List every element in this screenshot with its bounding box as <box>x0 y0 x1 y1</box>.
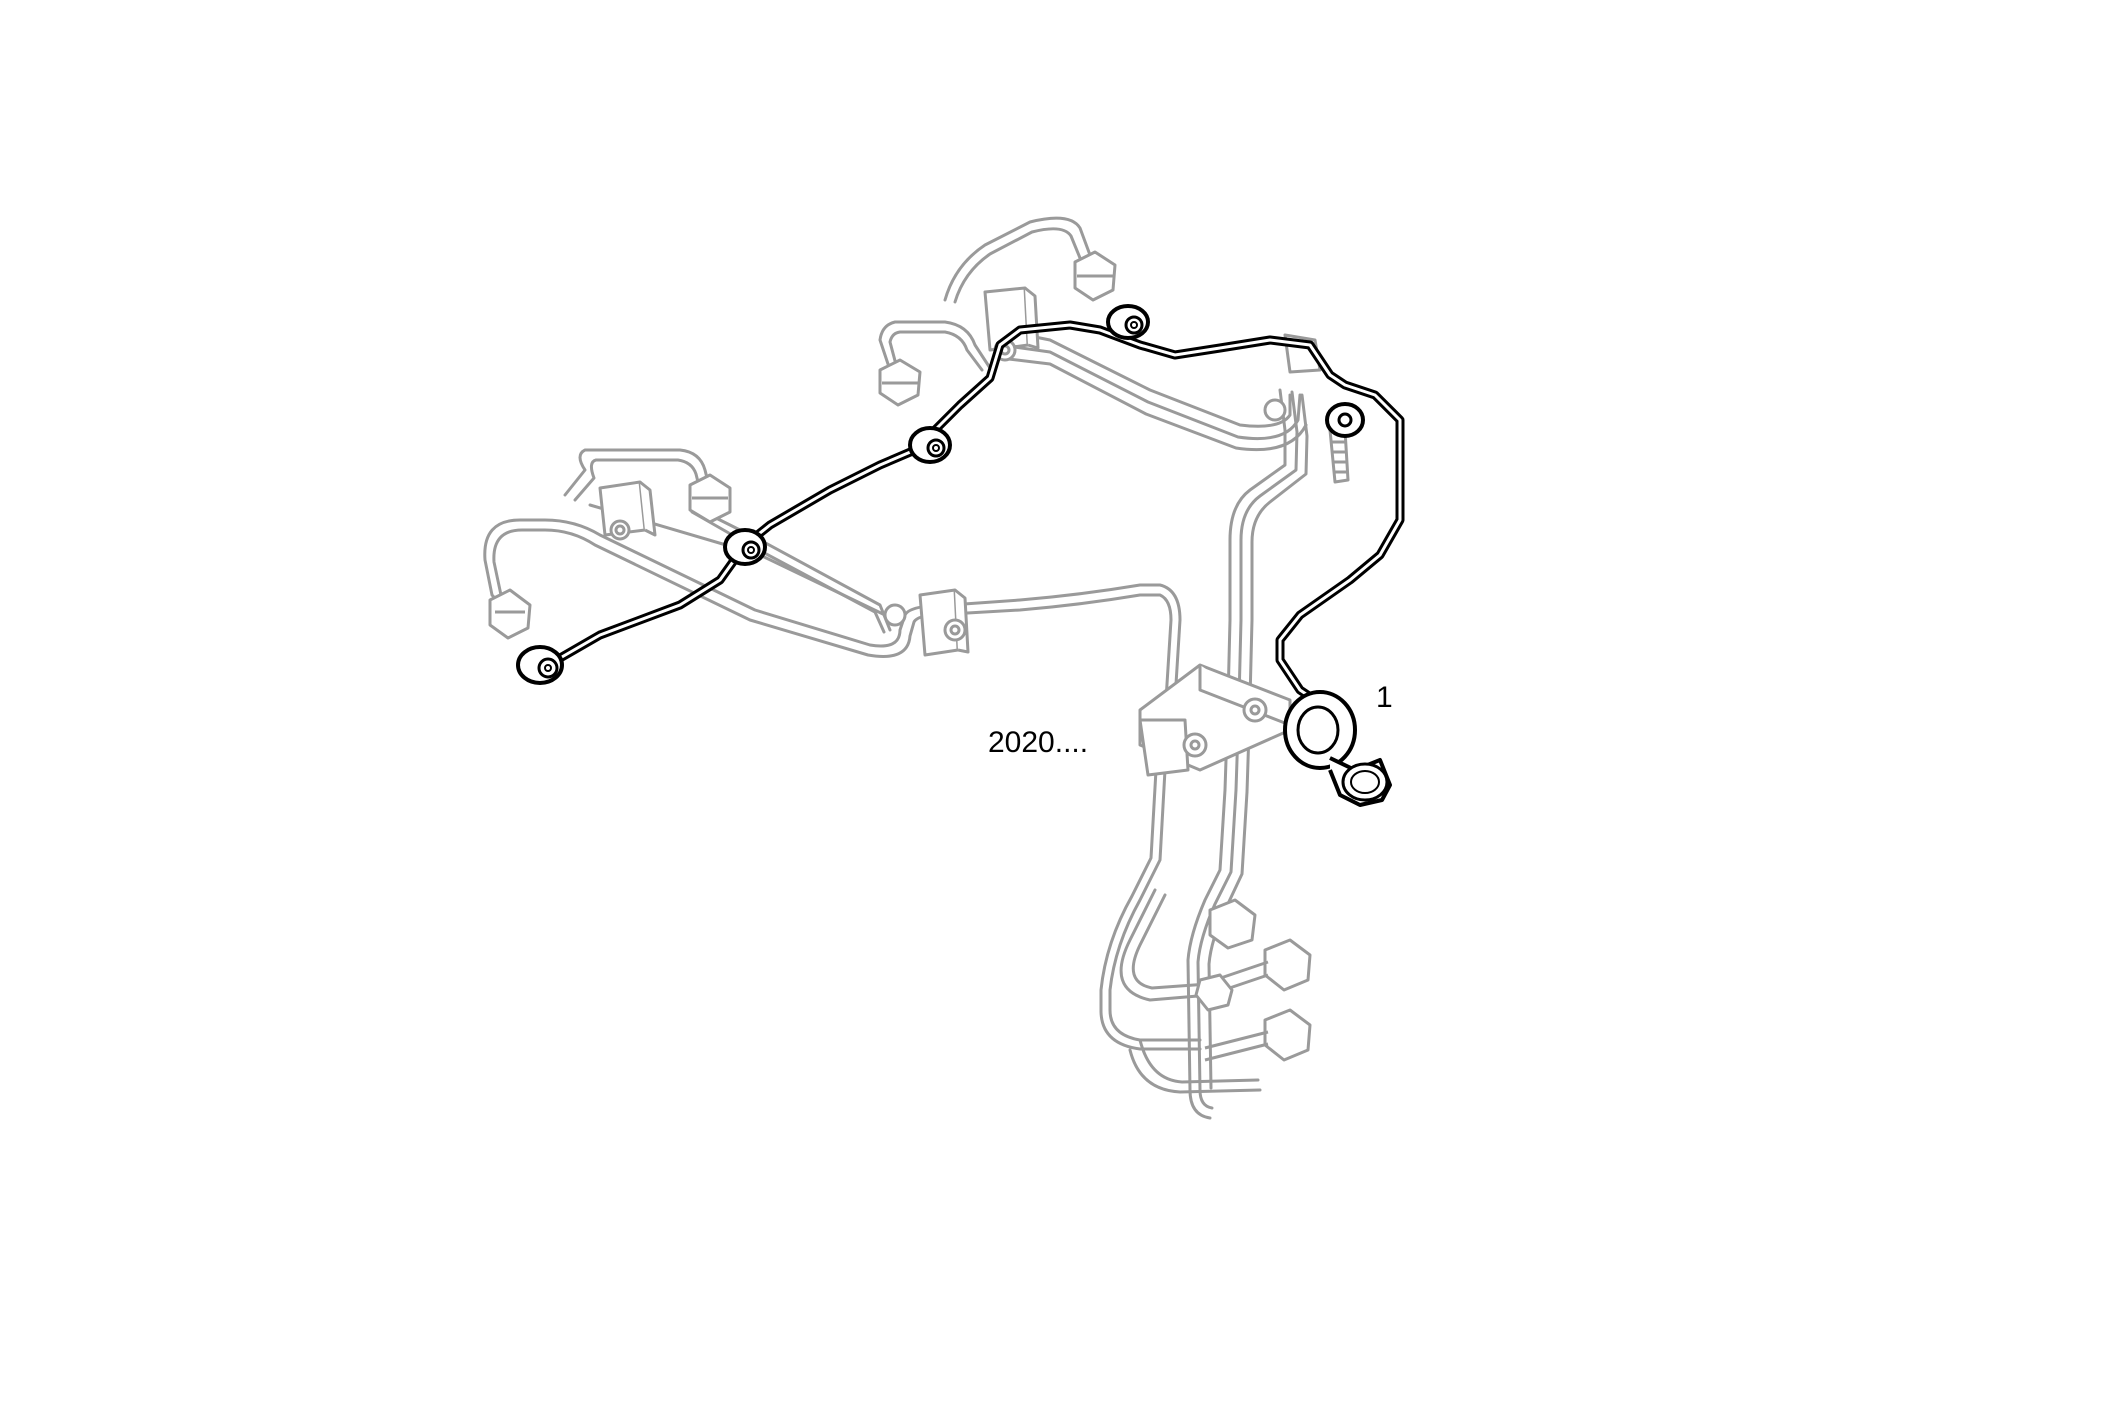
banjo-1 <box>516 645 564 685</box>
injector-nut-4 <box>1073 250 1117 302</box>
reference-code-label: 2020.... <box>988 726 1088 759</box>
pump-bracket <box>1138 663 1292 777</box>
clamp-centre <box>883 588 970 657</box>
banjo-3 <box>908 426 952 464</box>
injector-nuts <box>488 250 1117 640</box>
banjo-2 <box>723 528 767 566</box>
injection-line-1 <box>483 518 1202 1051</box>
banjo-4 <box>1106 304 1150 340</box>
injector-nut-1 <box>488 588 532 640</box>
banjo-5 <box>1325 402 1365 438</box>
leak-off-banjos <box>516 304 1365 685</box>
injector-nut-3 <box>878 358 922 407</box>
injection-line-5 <box>1119 888 1262 1094</box>
banjo-fitting <box>1283 690 1392 807</box>
leak-off-line <box>543 320 1405 715</box>
line-clamps <box>598 286 1322 777</box>
pump-nut-1 <box>1208 898 1257 950</box>
callouts: 1 2020.... <box>988 681 1393 759</box>
injector-nut-2 <box>688 473 732 524</box>
pump-nut-3 <box>1204 1008 1312 1062</box>
pump-nuts <box>1194 428 1350 1062</box>
pump-nut-4 <box>1194 973 1234 1012</box>
clamp-left <box>598 480 657 541</box>
part-number-label: 1 <box>1376 681 1393 714</box>
